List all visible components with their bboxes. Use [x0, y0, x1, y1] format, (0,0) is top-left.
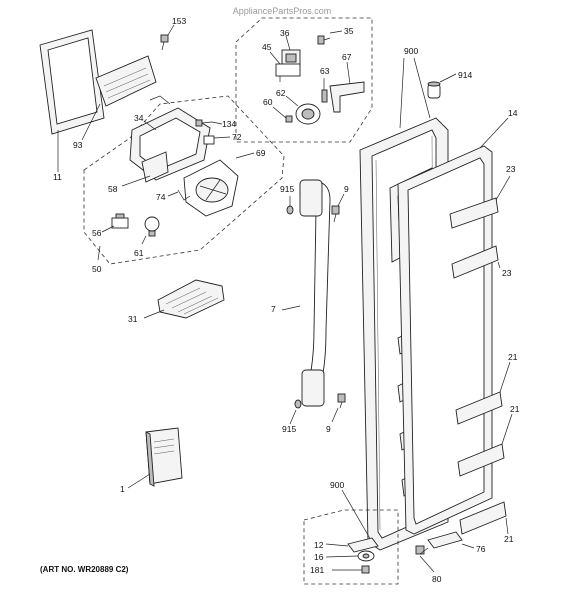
- part-21-door-bin-a: [455, 391, 503, 425]
- part-7-door-handle: [299, 179, 331, 407]
- watermark-text: AppliancePartsPros.com: [233, 6, 332, 16]
- part-45-switch: [275, 63, 301, 82]
- part-35-screw: [317, 35, 331, 45]
- part-11-dispenser-frame: [39, 29, 105, 135]
- part-74-wire: [177, 189, 191, 201]
- callout-7: 7: [271, 304, 276, 314]
- part-63-pin: [321, 89, 328, 103]
- callout-23-top: 23: [506, 164, 516, 174]
- callout-45: 45: [262, 42, 272, 52]
- part-14-door-liner: [397, 145, 493, 535]
- callout-62: 62: [276, 88, 286, 98]
- callout-50: 50: [92, 264, 102, 274]
- callout-74: 74: [156, 192, 166, 202]
- part-93-control-board: [95, 55, 157, 107]
- part-181-screw: [361, 565, 370, 574]
- part-58-door-bracket: [141, 151, 169, 183]
- part-60-screw: [285, 115, 293, 123]
- part-915-plug-bottom: [294, 399, 302, 409]
- callout-16: 16: [314, 552, 324, 562]
- callout-63: 63: [320, 66, 330, 76]
- callout-12: 12: [314, 540, 324, 550]
- callout-1: 1: [120, 484, 125, 494]
- part-9-screw-bottom: [337, 393, 346, 409]
- callout-23-bottom: 23: [502, 268, 512, 278]
- callout-34: 34: [134, 113, 144, 123]
- art-number: (ART NO. WR20889 C2): [40, 565, 129, 574]
- callout-21-a: 21: [508, 352, 518, 362]
- part-1-owners-manual: [145, 427, 183, 487]
- callout-900-bottom: 900: [330, 480, 344, 490]
- part-21-door-bin-b: [457, 443, 505, 477]
- callout-900-top: 900: [404, 46, 418, 56]
- callout-21-b: 21: [510, 404, 520, 414]
- part-16-bushing: [357, 550, 375, 562]
- part-67-bracket: [329, 81, 365, 113]
- callout-11: 11: [53, 172, 62, 182]
- part-23-door-bin-upper: [449, 197, 499, 229]
- callout-67: 67: [342, 52, 352, 62]
- part-12-hinge: [347, 537, 379, 553]
- callout-36: 36: [280, 28, 290, 38]
- part-80-bolt: [415, 545, 429, 555]
- callout-56: 56: [92, 228, 102, 238]
- callout-60: 60: [263, 97, 273, 107]
- callout-14: 14: [508, 108, 518, 118]
- callout-93: 93: [73, 140, 83, 150]
- callout-69: 69: [256, 148, 266, 158]
- callout-76: 76: [476, 544, 486, 554]
- callout-72: 72: [232, 132, 242, 142]
- callout-61: 61: [134, 248, 144, 258]
- callout-915-bottom: 915: [282, 424, 296, 434]
- callout-35: 35: [344, 26, 354, 36]
- callout-915-top: 915: [280, 184, 294, 194]
- part-56-light-socket: [111, 213, 129, 229]
- callout-134: 134: [222, 119, 236, 129]
- part-134-screw: [195, 119, 213, 127]
- part-21-door-bin-c: [459, 501, 507, 535]
- part-72-connector: [203, 135, 215, 145]
- part-61-bulb: [144, 216, 160, 237]
- part-31-chute-cover: [157, 279, 225, 319]
- callout-80: 80: [432, 574, 442, 584]
- part-34-ice-chute-housing: [129, 95, 211, 181]
- callout-181: 181: [310, 565, 324, 575]
- part-153-screw: [160, 34, 169, 51]
- callout-9-bottom: 9: [326, 424, 331, 434]
- part-62-solenoid-coil: [295, 103, 321, 125]
- part-9-screw-top: [331, 205, 340, 223]
- callout-58: 58: [108, 184, 118, 194]
- group-outline-bottom: [303, 509, 399, 585]
- callout-9-top: 9: [344, 184, 349, 194]
- part-915-plug-top: [286, 205, 294, 215]
- part-914-cap: [427, 81, 441, 99]
- callout-21-c: 21: [504, 534, 514, 544]
- callout-31: 31: [128, 314, 138, 324]
- callout-914: 914: [458, 70, 472, 80]
- part-76-cam: [427, 531, 463, 549]
- group-outline-50: [83, 95, 285, 265]
- part-69-motor-fan: [183, 159, 239, 217]
- callout-153: 153: [172, 16, 186, 26]
- part-23-door-bin-lower: [451, 245, 499, 279]
- group-outline-top: [235, 17, 373, 143]
